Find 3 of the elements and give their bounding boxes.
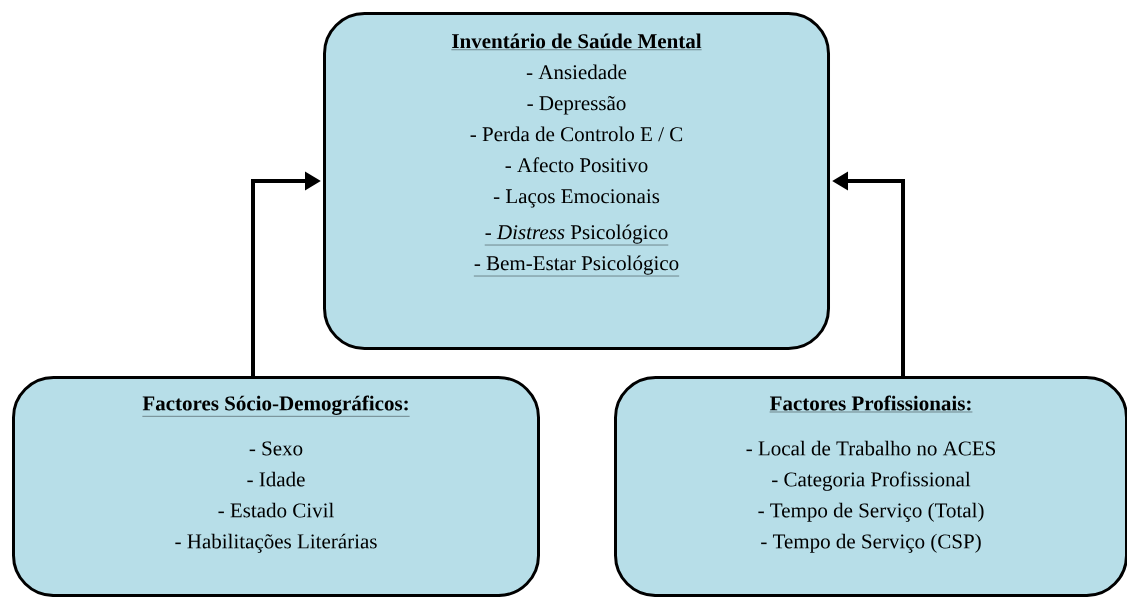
rounded-box: Factores Profissionais: - Local de Trabalho no ACES - Categoria Profissional - Tempo de Serviço (Total) - Tempo de Serviço (CSP) [614,376,1127,597]
rounded-box: Factores Sócio-Demográficos: - Sexo - Idade - Estado Civil - Habilitações Literárias [12,376,540,597]
rounded-box: Inventário de Saúde Mental - Ansiedade - Depressão - Perda de Controlo E / C - Afecto Positivo - Laços Emocionais - Distress Psicológico - Bem-Estar Psicológico [323,12,830,350]
